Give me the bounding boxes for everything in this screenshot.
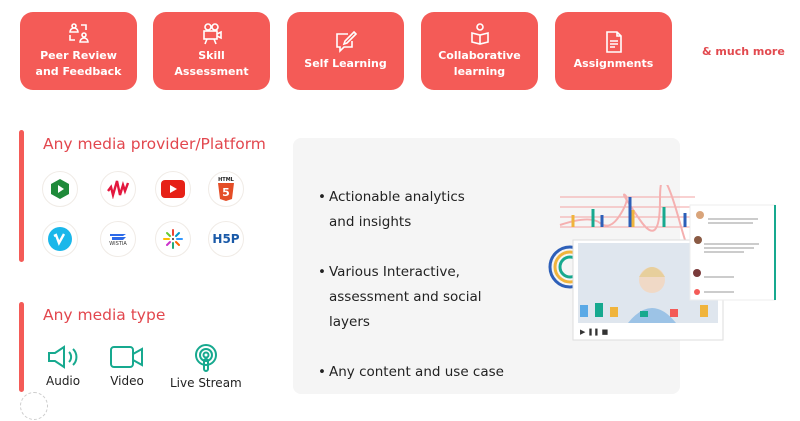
- feature-skill-assessment[interactable]: Skill Assessment: [153, 12, 270, 90]
- media-type-audio[interactable]: Audio: [46, 344, 80, 388]
- h5p-logo[interactable]: H5P: [208, 221, 244, 257]
- kollective-logo[interactable]: [155, 221, 191, 257]
- section-accent-bar: [19, 130, 24, 262]
- speaker-icon: [48, 345, 78, 369]
- providers-title: Any media provider/Platform: [43, 135, 266, 153]
- feature-label: Self Learning: [304, 57, 387, 70]
- loading-spinner: [20, 392, 48, 420]
- jwplayer-logo[interactable]: [100, 171, 136, 207]
- section-accent-bar: [19, 302, 24, 392]
- feature-label: Skill: [198, 49, 225, 62]
- feature-label: Collaborative: [438, 49, 521, 62]
- media-type-video[interactable]: Video: [109, 344, 145, 388]
- bullet-any-content: •Any content and use case: [318, 364, 504, 380]
- youtube-logo[interactable]: [155, 171, 191, 207]
- feature-label: Peer Review: [40, 49, 117, 62]
- feature-self-learning[interactable]: Self Learning: [287, 12, 404, 90]
- feature-peer-review[interactable]: Peer Review and Feedback: [20, 12, 137, 90]
- html-text: HTML: [218, 177, 235, 183]
- player-controls[interactable]: ▶ ❚❚ ■: [580, 328, 608, 336]
- feature-label: and Feedback: [35, 65, 122, 78]
- much-more-link[interactable]: & much more: [702, 45, 785, 58]
- svg-text:5: 5: [222, 186, 230, 199]
- video-camera-icon: [202, 23, 222, 45]
- feature-assignments[interactable]: Assignments: [555, 12, 672, 90]
- vimeo-logo[interactable]: [42, 221, 78, 257]
- media-type-label: Live Stream: [170, 376, 242, 390]
- video-icon: [110, 346, 143, 368]
- product-illustration: ▶ ❚❚ ■: [548, 185, 776, 341]
- media-type-label: Audio: [46, 374, 81, 388]
- feature-label: Assessment: [174, 65, 249, 78]
- peer-review-icon: [68, 23, 89, 43]
- live-stream-icon: [194, 344, 217, 372]
- feature-label: Assignments: [573, 57, 654, 70]
- feature-collaborative-learning[interactable]: Collaborative learning: [421, 12, 538, 90]
- bullet-interactive-layers: •Various Interactive,assessment and soci…: [318, 264, 482, 330]
- feature-label: learning: [453, 65, 506, 78]
- edit-note-icon: [335, 30, 357, 53]
- reader-icon: [470, 23, 489, 45]
- document-icon: [605, 31, 622, 53]
- html5-logo[interactable]: HTML 5: [208, 171, 244, 207]
- media-type-title: Any media type: [43, 306, 166, 324]
- wistia-logo[interactable]: WISTIA: [100, 221, 136, 257]
- media-type-label: Video: [110, 374, 144, 388]
- media-type-live-stream[interactable]: Live Stream: [170, 344, 242, 390]
- wistia-text: WISTIA: [109, 241, 127, 247]
- kaltura-logo[interactable]: [42, 171, 78, 207]
